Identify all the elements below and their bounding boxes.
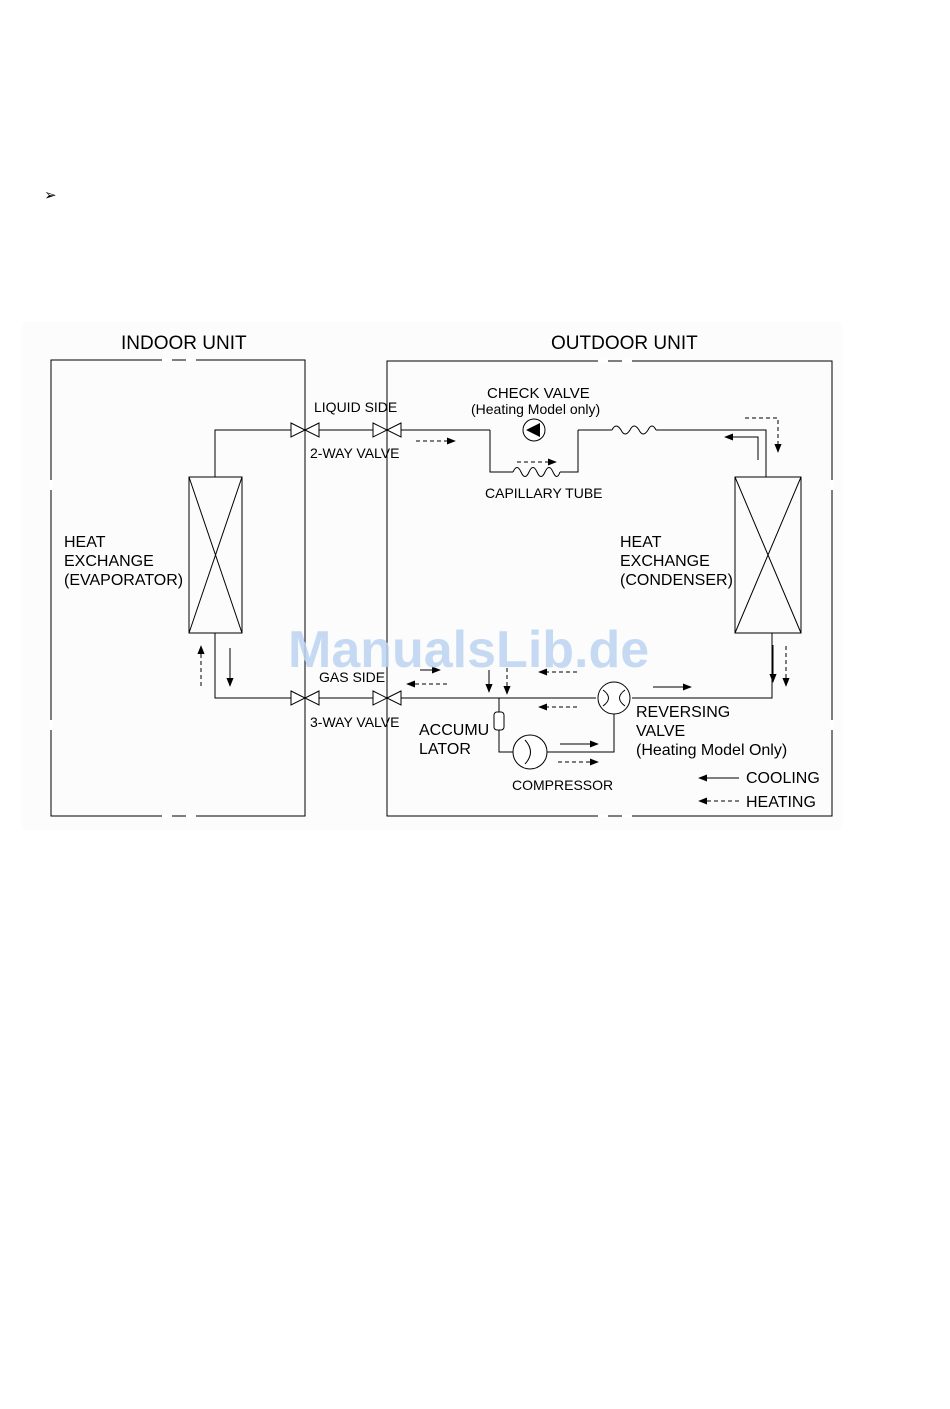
- heating-arrow: [745, 418, 778, 452]
- accumulator-label-line1: ACCUMU: [419, 721, 489, 740]
- watermark: ManualsLib.de: [288, 620, 649, 680]
- check-valve-note: (Heating Model only): [471, 401, 600, 418]
- compressor-label: COMPRESSOR: [512, 777, 613, 794]
- evaporator-label-line3: (EVAPORATOR): [64, 571, 183, 590]
- outdoor-unit-title: OUTDOOR UNIT: [551, 333, 698, 355]
- indoor-unit-title: INDOOR UNIT: [121, 333, 247, 355]
- legend-heating-label: HEATING: [746, 793, 816, 812]
- capillary-tube-coil: [513, 468, 560, 477]
- accumulator-label-line2: LATOR: [419, 740, 471, 759]
- capillary-tube-coil-top: [612, 426, 656, 434]
- liquid-side-label: LIQUID SIDE: [314, 399, 397, 416]
- three-way-valve-label: 3-WAY VALVE: [310, 714, 399, 731]
- compressor: [513, 735, 547, 769]
- check-valve: [523, 419, 545, 441]
- legend-cooling-label: COOLING: [746, 769, 820, 788]
- evaporator-label-line1: HEAT: [64, 533, 105, 552]
- two-way-valve-label: 2-WAY VALVE: [310, 445, 399, 462]
- capillary-tube-label: CAPILLARY TUBE: [485, 485, 603, 502]
- condenser-label-line3: (CONDENSER): [620, 571, 733, 590]
- reversing-valve-label-line2: VALVE: [636, 722, 685, 741]
- reversing-valve-label-line3: (Heating Model Only): [636, 741, 787, 760]
- reversing-valve: [598, 682, 630, 714]
- evaporator-label-line2: EXCHANGE: [64, 552, 154, 571]
- condenser-label-line2: EXCHANGE: [620, 552, 710, 571]
- cooling-arrow: [725, 437, 758, 460]
- condenser-label-line1: HEAT: [620, 533, 661, 552]
- accumulator: [494, 712, 504, 730]
- reversing-valve-label-line1: REVERSING: [636, 703, 730, 722]
